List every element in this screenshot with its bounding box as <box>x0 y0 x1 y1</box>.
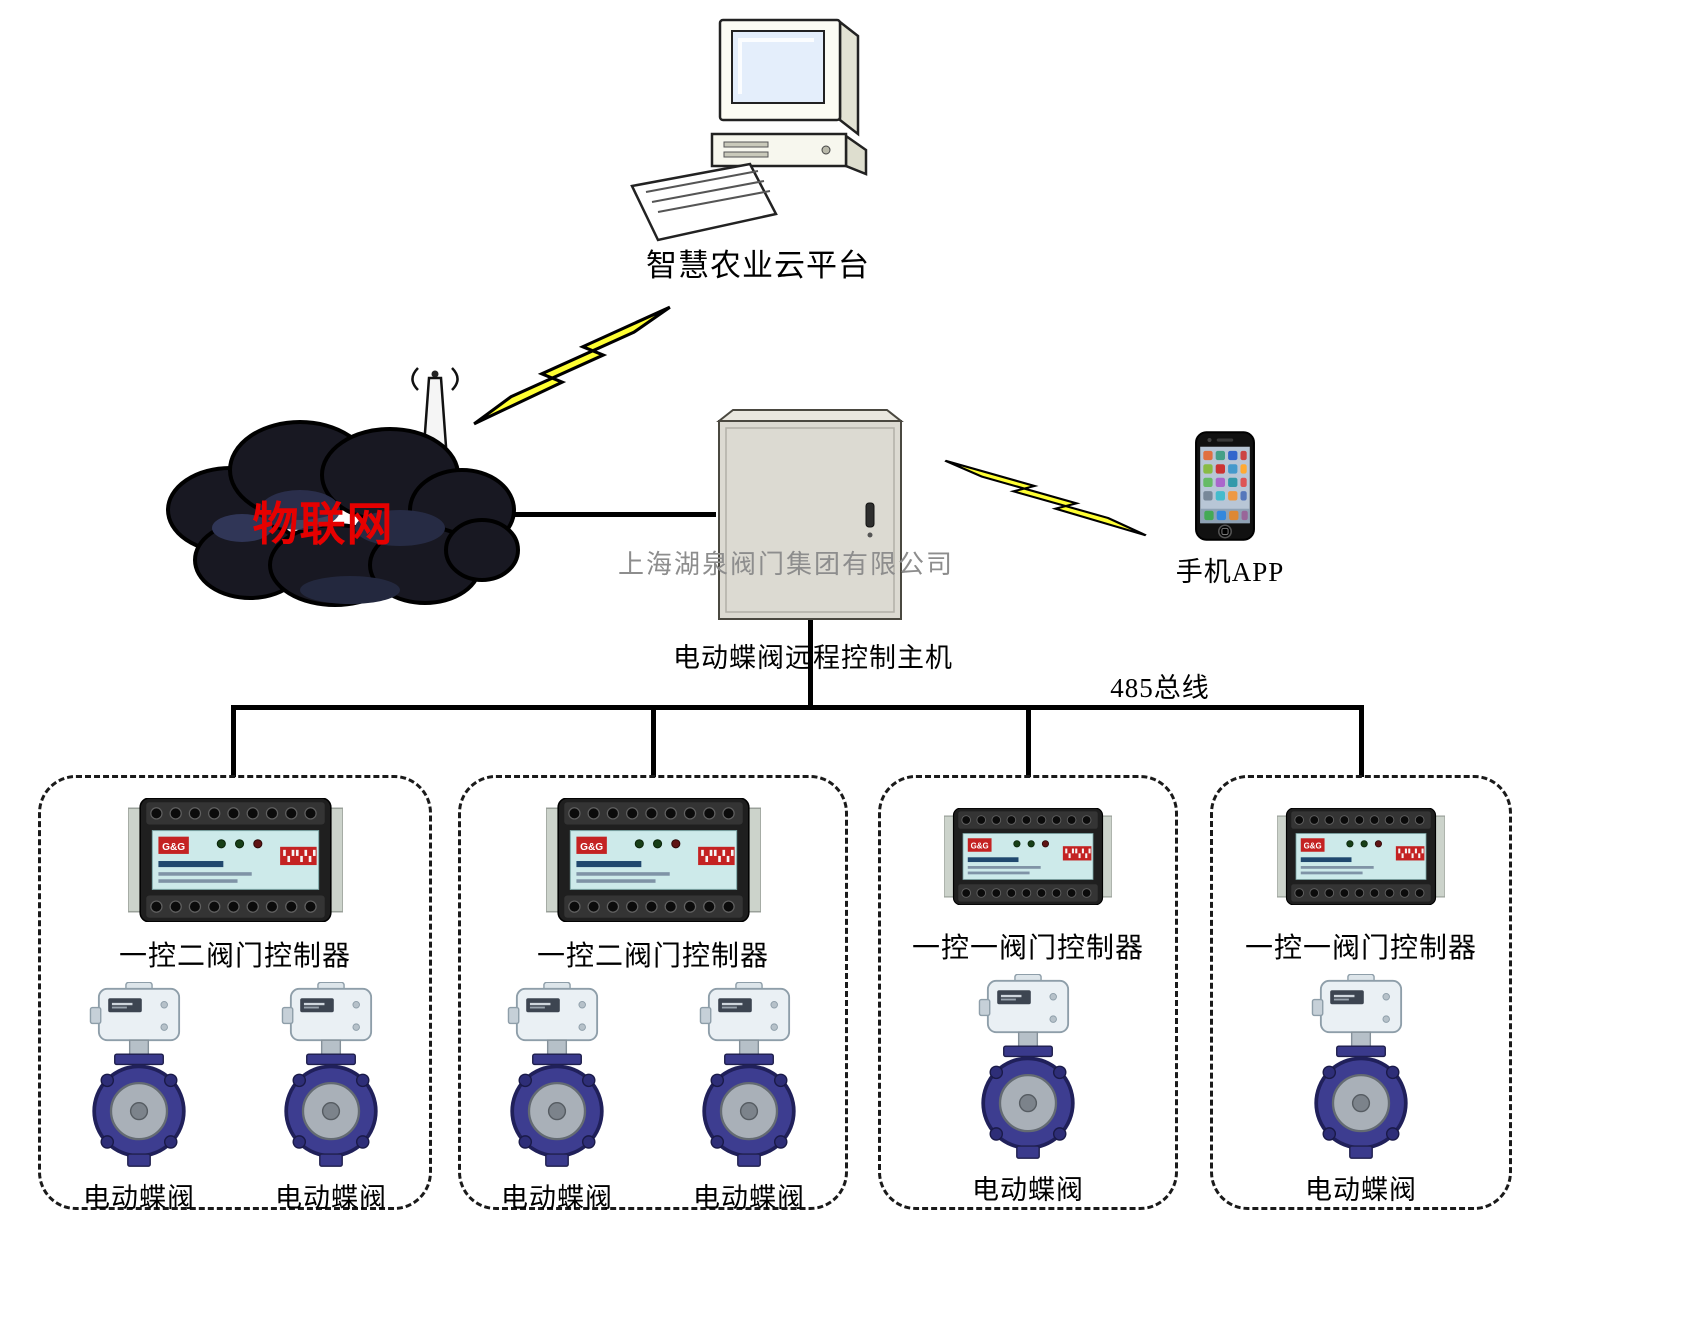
valve-label: 电动蝶阀 <box>972 1175 1084 1205</box>
phone-label: 手机APP <box>1175 557 1285 587</box>
bus-line <box>231 705 1364 710</box>
electric-butterfly-valve: 电动蝶阀 <box>1305 974 1417 1207</box>
electric-butterfly-valve: 电动蝶阀 <box>972 974 1084 1207</box>
cloud-to-host-line <box>500 512 716 517</box>
electric-butterfly-valve: 电动蝶阀 <box>275 982 387 1215</box>
valve-controller-device <box>127 798 343 922</box>
controller-label: 一控二阀门控制器 <box>536 941 769 972</box>
iot-cloud-illustration <box>166 367 520 607</box>
host-to-bus-line <box>808 620 813 710</box>
electric-butterfly-valve: 电动蝶阀 <box>501 982 613 1215</box>
valve-controller-device <box>545 798 761 922</box>
valve-zone-2: 一控二阀门控制器 电动蝶阀 电动蝶阀 <box>458 775 848 1213</box>
bus-label: 485总线 <box>1110 673 1210 703</box>
electric-butterfly-valve: 电动蝶阀 <box>83 982 195 1215</box>
computer-illustration <box>630 18 868 242</box>
controller-label: 一控一阀门控制器 <box>911 933 1144 964</box>
iot-label: 物联网 <box>252 499 394 550</box>
valve-zone-4: 一控一阀门控制器 电动蝶阀 <box>1210 775 1512 1210</box>
valve-controller-device <box>944 798 1112 914</box>
valve-label: 电动蝶阀 <box>501 1183 613 1213</box>
controller-label: 一控二阀门控制器 <box>118 941 351 972</box>
valve-label: 电动蝶阀 <box>693 1183 805 1213</box>
valve-label: 电动蝶阀 <box>83 1183 195 1213</box>
drop-line-1 <box>231 705 236 777</box>
drop-line-2 <box>651 705 656 777</box>
control-host-box <box>716 409 904 620</box>
drop-line-4 <box>1359 705 1364 777</box>
drop-line-3 <box>1026 705 1031 777</box>
valve-zone-1: 一控二阀门控制器 电动蝶阀 电动蝶阀 <box>38 775 432 1213</box>
watermark-text: 上海湖泉阀门集团有限公司 <box>617 550 954 579</box>
valve-label: 电动蝶阀 <box>1305 1175 1417 1205</box>
controller-label: 一控一阀门控制器 <box>1244 933 1477 964</box>
cloud-platform-label: 智慧农业云平台 <box>646 248 870 283</box>
electric-butterfly-valve: 电动蝶阀 <box>693 982 805 1215</box>
host-label: 电动蝶阀远程控制主机 <box>673 643 953 673</box>
valve-zone-3: 一控一阀门控制器 电动蝶阀 <box>878 775 1178 1210</box>
valve-controller-device <box>1277 798 1445 914</box>
lightning-icon <box>943 459 1148 537</box>
valve-label: 电动蝶阀 <box>275 1183 387 1213</box>
phone-illustration <box>1195 431 1255 541</box>
